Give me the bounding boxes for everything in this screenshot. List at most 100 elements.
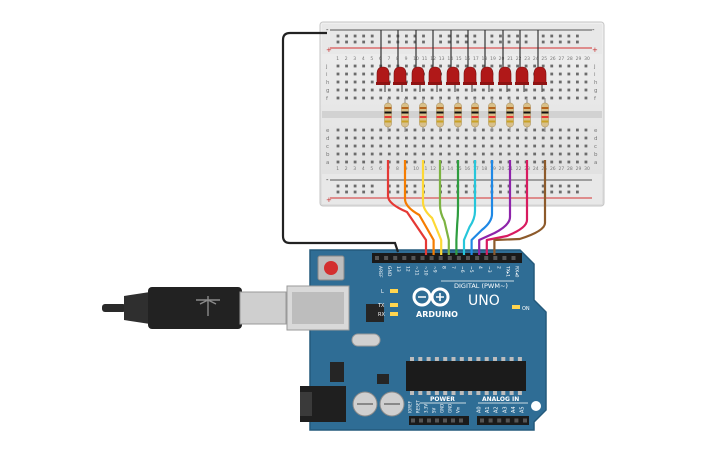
led-l-indicator [390, 289, 398, 293]
signal-wire-6[interactable] [462, 160, 477, 255]
power-pin-label: Vin [456, 406, 461, 413]
digital-pin-label: RX◂0 [514, 266, 520, 277]
row-letter-right-b: b [594, 152, 598, 158]
led[interactable] [446, 66, 460, 85]
breadboard-hole [524, 136, 528, 140]
breadboard-hole [370, 136, 374, 140]
breadboard-hole [558, 88, 562, 92]
resistor[interactable] [488, 102, 496, 128]
signal-wire-8[interactable] [478, 160, 512, 255]
column-number-bottom-13: 13 [439, 166, 445, 172]
small-chip [377, 374, 389, 384]
led-array [376, 30, 547, 92]
breadboard-hole [499, 128, 502, 132]
led[interactable] [498, 66, 512, 85]
led[interactable] [480, 66, 494, 85]
breadboard-hole [405, 144, 408, 148]
column-number-23: 23 [524, 56, 530, 62]
led[interactable] [533, 66, 547, 85]
row-letter-right-i: i [594, 72, 596, 78]
analog-pin-holes [480, 418, 527, 423]
breadboard-hole [550, 64, 554, 68]
column-number-11: 11 [422, 56, 428, 62]
breadboard-hole [345, 80, 348, 84]
rail-hole [516, 40, 519, 44]
signal-wire-3[interactable] [421, 160, 443, 255]
breadboard-hole [370, 72, 374, 76]
led[interactable] [376, 66, 390, 85]
breadboard-hole [464, 144, 468, 148]
rail-hole [353, 34, 357, 38]
reset-button-cap[interactable] [324, 261, 338, 275]
signal-wire-4[interactable] [438, 160, 450, 255]
led-rim [393, 82, 407, 85]
digital-pin-hole [456, 256, 461, 260]
breadboard-hole [576, 72, 579, 76]
breadboard-hole [422, 88, 425, 92]
arduino-logo-icon [412, 287, 450, 307]
resistor[interactable] [541, 102, 549, 128]
led[interactable] [428, 66, 442, 85]
breadboard-hole [576, 80, 579, 84]
resistor[interactable] [419, 102, 427, 128]
column-number-15: 15 [456, 56, 462, 62]
chip-pin [501, 357, 506, 361]
breadboard-hole [336, 88, 340, 92]
resistor[interactable] [384, 102, 392, 128]
resistor[interactable] [523, 102, 531, 128]
resistor[interactable] [471, 102, 479, 128]
column-number-bottom-18: 18 [482, 166, 488, 172]
digital-pin-holes [375, 256, 516, 260]
rail-hole [464, 184, 468, 188]
led-rim [463, 82, 477, 85]
breadboard-hole [507, 152, 511, 156]
chip-pin [418, 391, 423, 395]
signal-wire-2[interactable] [403, 160, 435, 255]
led[interactable] [463, 66, 477, 85]
column-number-26: 26 [550, 56, 556, 62]
led-rx-indicator [390, 312, 398, 316]
rail-hole [387, 190, 391, 194]
resistor[interactable] [454, 102, 462, 128]
led-rim [411, 82, 425, 85]
led-rim [533, 82, 547, 85]
breadboard-hole [353, 88, 357, 92]
chip-pin [426, 391, 431, 395]
resistor[interactable] [401, 102, 409, 128]
signal-wire-1[interactable] [386, 160, 428, 255]
led[interactable] [393, 66, 407, 85]
signal-wire-10[interactable] [493, 160, 547, 255]
usb-plug-metal [239, 291, 287, 325]
breadboard-hole [353, 144, 357, 148]
led[interactable] [515, 66, 529, 85]
breadboard-hole [362, 160, 366, 164]
breadboard-hole [533, 152, 537, 156]
breadboard-hole [345, 64, 348, 68]
signal-wire-9[interactable] [485, 160, 529, 255]
digital-pin-hole [402, 256, 407, 260]
row-letter-right-a: a [594, 160, 597, 166]
breadboard-hole [490, 88, 494, 92]
signal-wire-5[interactable] [455, 160, 460, 255]
resistor-band [541, 116, 549, 118]
breadboard-hole [550, 128, 554, 132]
breadboard-hole [430, 88, 434, 92]
led[interactable] [411, 66, 425, 85]
resistor[interactable] [506, 102, 514, 128]
breadboard-hole [370, 144, 374, 148]
analog-pin-hole [523, 418, 527, 423]
breadboard-hole [447, 64, 451, 68]
resistor-band [523, 116, 531, 118]
ground-wire[interactable] [281, 31, 400, 253]
breadboard-hole [362, 96, 366, 100]
resistor[interactable] [436, 102, 444, 128]
jumper-wires [281, 31, 547, 255]
breadboard-hole [558, 72, 562, 76]
breadboard-hole [456, 64, 460, 68]
signal-wire-7[interactable] [470, 160, 494, 255]
column-number-bottom-5: 5 [370, 166, 373, 172]
analog-pin-hole [488, 418, 493, 423]
rail-hole [516, 184, 519, 188]
row-letter-d: d [326, 136, 330, 142]
row-letter-h: h [326, 80, 330, 86]
